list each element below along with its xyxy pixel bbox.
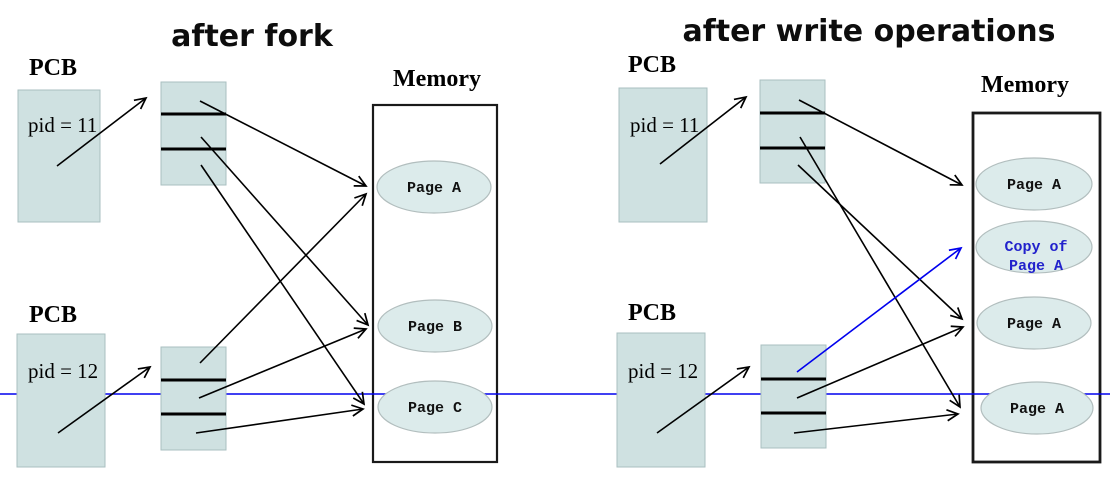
arrow-right-t12c2-to-page-a-middle <box>796 325 965 399</box>
arrow-right-pcb12-to-table <box>656 365 751 434</box>
pcb-box-right-pid12 <box>616 332 706 468</box>
arrow-right-t12c1-to-copy-of-page-a <box>796 246 963 373</box>
pcb-box-right-pid11 <box>618 87 708 223</box>
arrow-right-t12c3-to-page-a-bottom <box>793 409 960 434</box>
title-after-fork: after fork <box>171 19 334 54</box>
arrow-right-pcb11-to-table <box>659 95 748 165</box>
arrow-left-pcb12-to-table <box>57 365 152 434</box>
page-table-left-pid11 <box>160 81 227 186</box>
arrow-right-t11c1-to-page-a-top <box>798 99 964 186</box>
arrow-left-t12c1-to-page-a <box>199 192 368 364</box>
memory-label: Memory <box>981 72 1069 98</box>
pid-value: pid = 12 <box>628 359 698 383</box>
pcb-box-left-pid12 <box>16 333 106 468</box>
arrow-right-t11c3-to-page-a-middle <box>797 164 964 321</box>
pcb-label: PCB <box>29 302 77 328</box>
pcb-label: PCB <box>628 300 676 326</box>
copy-of-page-a-line2: Page A <box>1009 258 1063 275</box>
arrow-left-t12c3-to-page-c <box>195 404 365 434</box>
memory-page-b-left <box>377 299 493 353</box>
memory-page-a-right-top <box>975 157 1093 211</box>
memory-copy-of-page-a <box>975 220 1093 274</box>
pid-value: pid = 12 <box>28 359 98 383</box>
arrow-right-t11c2-to-page-a-bottom <box>799 136 961 409</box>
arrow-left-pcb11-to-table <box>56 96 148 167</box>
page-label: Page A <box>1007 177 1061 194</box>
page-label: Page B <box>408 319 462 336</box>
memory-page-a-right-bottom <box>980 381 1094 435</box>
page-table-left-pid12 <box>160 346 227 451</box>
page-table-right-pid12 <box>760 344 827 449</box>
page-label: Page A <box>407 180 461 197</box>
pid-value: pid = 11 <box>630 113 699 137</box>
page-label: Page A <box>1010 401 1064 418</box>
title-after-write-operations: after write operations <box>682 14 1055 49</box>
page-label: Page A <box>1007 316 1061 333</box>
pcb-label: PCB <box>628 52 676 78</box>
arrow-left-t11c1-to-page-a <box>199 100 368 187</box>
page-label: Page C <box>408 400 462 417</box>
copy-of-page-a-line1: Copy of <box>1004 239 1067 256</box>
pcb-box-left-pid11 <box>17 89 101 223</box>
page-table-right-pid11 <box>759 79 826 184</box>
arrow-left-t11c3-to-page-c <box>200 164 366 406</box>
memory-page-a-left <box>376 160 492 214</box>
memory-label: Memory <box>393 66 481 92</box>
pcb-label: PCB <box>29 55 77 81</box>
arrow-left-t12c2-to-page-b <box>198 327 368 399</box>
arrow-left-t11c2-to-page-b <box>200 136 370 327</box>
pid-value: pid = 11 <box>28 113 97 137</box>
memory-page-c-left <box>377 380 493 434</box>
memory-page-a-right-middle <box>976 296 1092 350</box>
